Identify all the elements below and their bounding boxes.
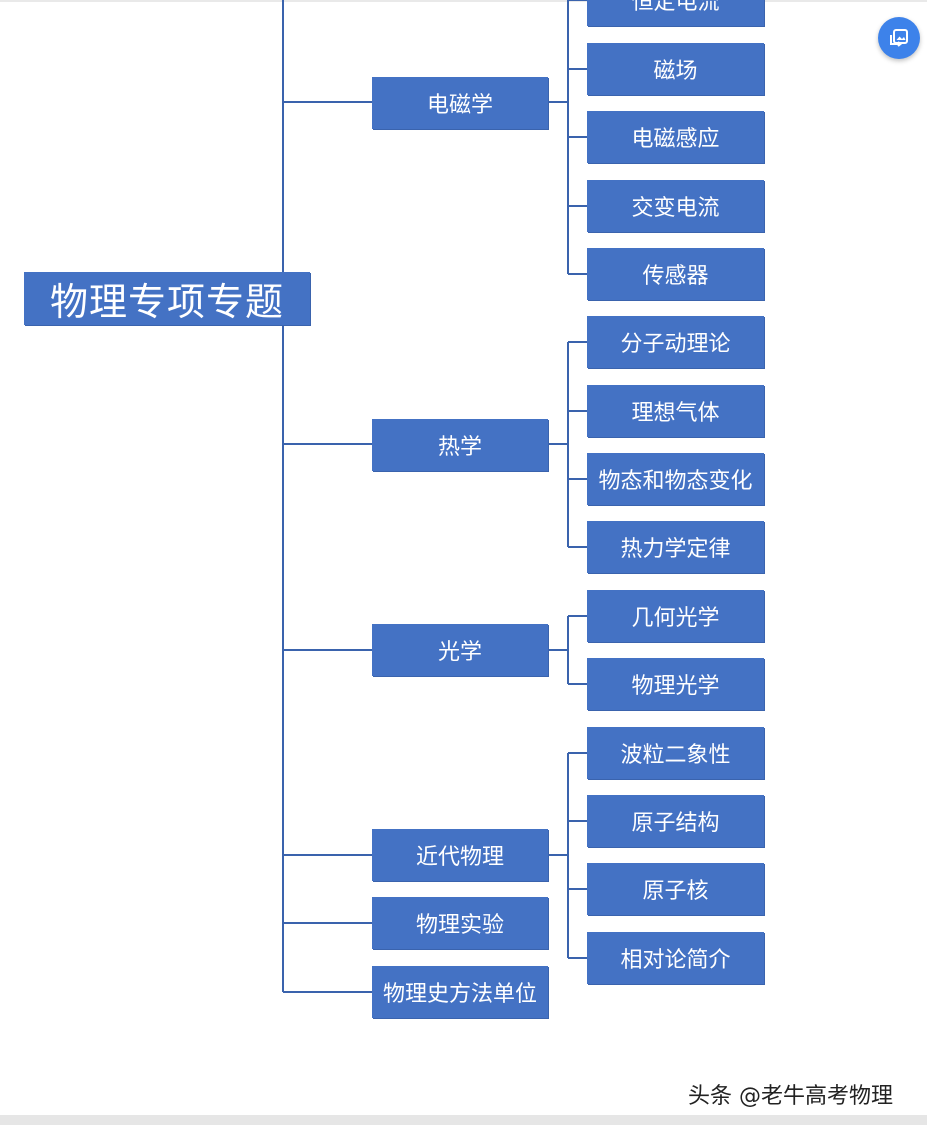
leaf-geometric-optics: 几何光学 [587, 590, 764, 642]
category-optics: 光学 [372, 624, 548, 676]
leaf-atomic-structure: 原子结构 [587, 795, 764, 847]
leaf-atomic-nucleus: 原子核 [587, 863, 764, 915]
watermark: 头条 @老牛高考物理 [688, 1084, 893, 1109]
leaf-ideal-gas: 理想气体 [587, 385, 764, 437]
leaf-thermodynamic-laws: 热力学定律 [587, 521, 764, 573]
category-history-methods-units: 物理史方法单位 [372, 966, 548, 1018]
category-experiments: 物理实验 [372, 897, 548, 949]
leaf-alternating-current: 交变电流 [587, 180, 764, 232]
leaf-physical-optics: 物理光学 [587, 658, 764, 710]
image-translate-button[interactable] [878, 17, 920, 59]
leaf-molecular-kinetic-theory: 分子动理论 [587, 316, 764, 368]
bottom-bar [0, 1115, 927, 1125]
category-modern-physics: 近代物理 [372, 829, 548, 881]
leaf-states-of-matter: 物态和物态变化 [587, 453, 764, 505]
top-shadow [0, 0, 927, 2]
leaf-relativity-intro: 相对论简介 [587, 932, 764, 984]
category-electromagnetism: 电磁学 [372, 77, 548, 129]
image-translate-icon [890, 29, 908, 47]
leaf-sensors: 传感器 [587, 248, 764, 300]
category-thermodynamics: 热学 [372, 419, 548, 471]
leaf-wave-particle-duality: 波粒二象性 [587, 727, 764, 779]
leaf-magnetic-field: 磁场 [587, 43, 764, 95]
leaf-steady-current: 恒定电流 [587, 0, 764, 26]
root-node: 物理专项专题 [24, 272, 310, 325]
leaf-em-induction: 电磁感应 [587, 111, 764, 163]
